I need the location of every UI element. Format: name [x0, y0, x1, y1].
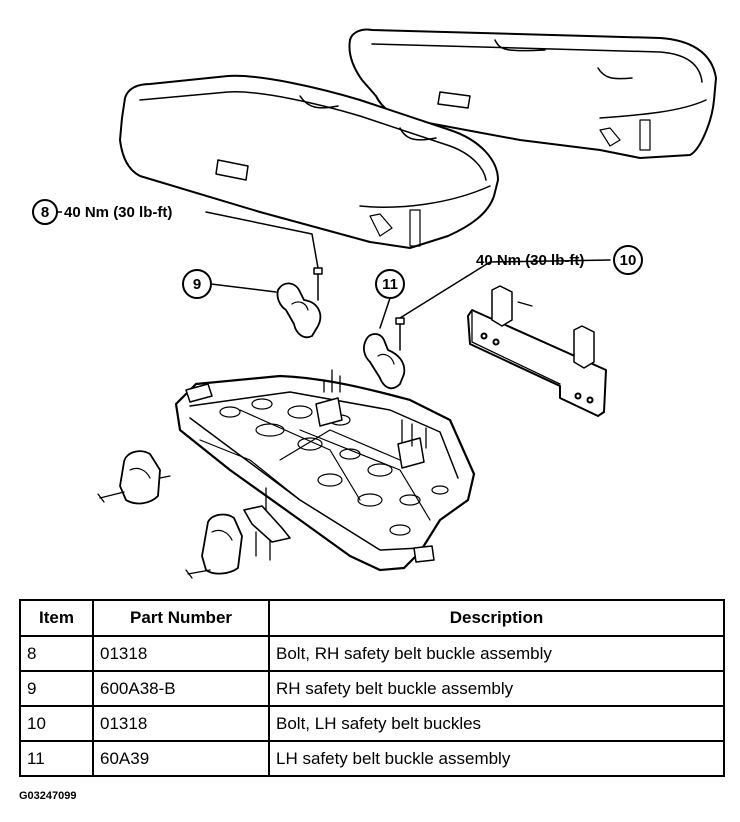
header-part-number: Part Number: [92, 599, 270, 637]
bolt-10: [395, 317, 405, 351]
cell-part-number: 01318: [92, 705, 270, 742]
lower-trim-cover: [185, 513, 243, 579]
parts-table: Item Part Number Description 8 01318 Bol…: [19, 599, 725, 777]
cell-description: Bolt, LH safety belt buckles: [268, 705, 725, 742]
callout-10-number: 10: [620, 252, 637, 269]
callout-11-number: 11: [382, 276, 398, 293]
callout-8-torque: 40 Nm (30 lb-ft): [64, 204, 172, 221]
callout-9: 9: [182, 269, 212, 299]
header-description: Description: [268, 599, 725, 637]
cell-item: 10: [19, 705, 94, 742]
cell-description: RH safety belt buckle assembly: [268, 670, 725, 707]
figure-id: G03247099: [19, 790, 77, 802]
lh-buckle-assembly: [363, 333, 406, 390]
latch-bracket: [243, 487, 291, 561]
bolt-8: [313, 267, 323, 301]
table-row: 8 01318 Bolt, RH safety belt buckle asse…: [19, 635, 725, 672]
cell-item: 11: [19, 740, 94, 777]
callout-8: 8 40 Nm (30 lb-ft): [32, 199, 172, 225]
rh-buckle-assembly: [276, 282, 322, 339]
leader-lines: [205, 211, 611, 329]
cell-item: 9: [19, 670, 94, 707]
cell-description: Bolt, RH safety belt buckle assembly: [268, 635, 725, 672]
exploded-parts-diagram: 8 40 Nm (30 lb-ft) 9 40 Nm (30 lb-ft) 10…: [32, 28, 717, 579]
seat-frame: [174, 369, 476, 572]
callout-9-number: 9: [193, 276, 201, 293]
front-seat-cushion: [119, 74, 499, 249]
mounting-bracket: [467, 285, 607, 417]
side-trim-cover: [97, 450, 171, 505]
table-row: 9 600A38-B RH safety belt buckle assembl…: [19, 670, 725, 707]
callout-10-torque: 40 Nm (30 lb-ft): [476, 252, 584, 269]
cell-part-number: 600A38-B: [92, 670, 270, 707]
cell-part-number: 60A39: [92, 740, 270, 777]
cell-description: LH safety belt buckle assembly: [268, 740, 725, 777]
table-header-row: Item Part Number Description: [19, 599, 725, 637]
table-row: 10 01318 Bolt, LH safety belt buckles: [19, 705, 725, 742]
cell-part-number: 01318: [92, 635, 270, 672]
callout-11: 11: [375, 269, 405, 299]
header-item: Item: [19, 599, 94, 637]
table-row: 11 60A39 LH safety belt buckle assembly: [19, 740, 725, 777]
rear-seat-cushion: [348, 28, 717, 159]
cell-item: 8: [19, 635, 94, 672]
callout-10: 40 Nm (30 lb-ft) 10: [476, 245, 643, 275]
callout-8-number: 8: [41, 204, 49, 221]
